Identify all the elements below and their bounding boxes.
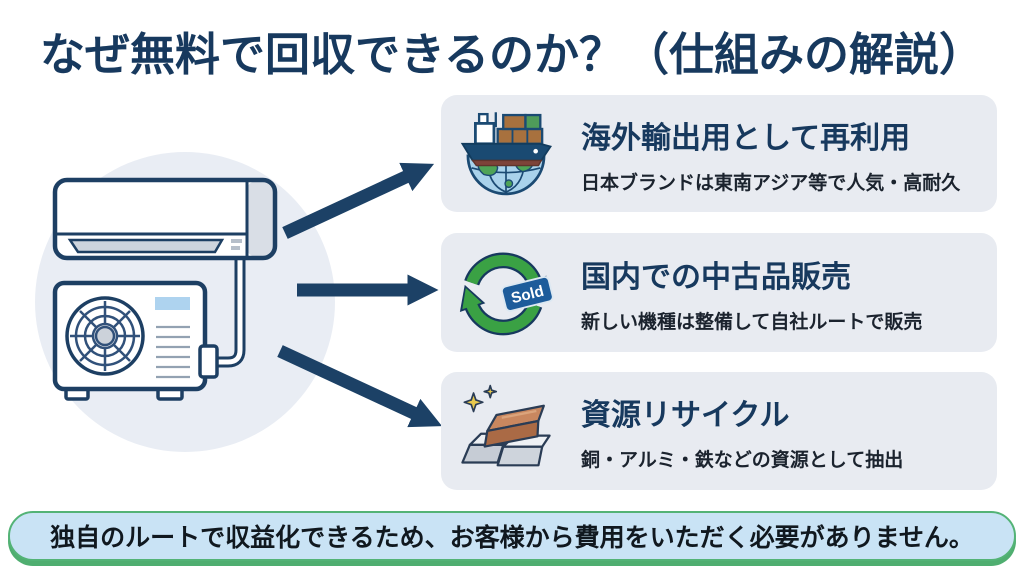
reason-card-export: 海外輸出用として再利用 日本ブランドは東南アジア等で人気・高耐久 xyxy=(441,95,997,212)
reason-card-domestic-sale: Sold 国内での中古品販売 新しい機種は整備して自社ルートで販売 xyxy=(441,233,997,352)
reason-desc-recycle: 銅・アルミ・鉄などの資源として抽出 xyxy=(581,450,904,471)
sold-tag: Sold xyxy=(500,275,554,312)
outdoor-unit-icon xyxy=(52,280,208,401)
reason-heading-export: 海外輸出用として再利用 xyxy=(581,121,911,155)
footer-banner: 独自のルートで収益化できるため、お客様から費用をいただく必要がありません。 xyxy=(8,511,1016,561)
arrow-to-export xyxy=(282,162,435,239)
arrow-to-recycle xyxy=(277,345,443,428)
outdoor-unit-label xyxy=(155,297,190,310)
reason-desc-export: 日本ブランドは東南アジア等で人気・高耐久 xyxy=(581,172,961,194)
metal-ingots-icon xyxy=(461,384,551,467)
indoor-unit-icon xyxy=(52,177,278,261)
reason-card-recycle: 資源リサイクル 銅・アルミ・鉄などの資源として抽出 xyxy=(441,372,997,490)
air-conditioner-illustration xyxy=(35,152,443,452)
cargo-ship-globe-icon xyxy=(460,111,552,195)
pipe xyxy=(198,254,246,379)
arrows xyxy=(277,162,443,428)
reason-heading-recycle: 資源リサイクル xyxy=(581,399,790,432)
pipe-connector xyxy=(198,344,219,379)
reason-desc-domestic-sale: 新しい機種は整備して自社ルートで販売 xyxy=(581,311,923,333)
recycle-arrows-icon: Sold xyxy=(459,252,554,335)
footer-message: 独自のルートで収益化できるため、お客様から費用をいただく必要がありません。 xyxy=(50,524,974,552)
reason-heading-domestic-sale: 国内での中古品販売 xyxy=(581,260,851,294)
page-title: なぜ無料で回収できるのか？（仕組みの解説） xyxy=(39,29,985,80)
air-vent xyxy=(67,238,225,254)
